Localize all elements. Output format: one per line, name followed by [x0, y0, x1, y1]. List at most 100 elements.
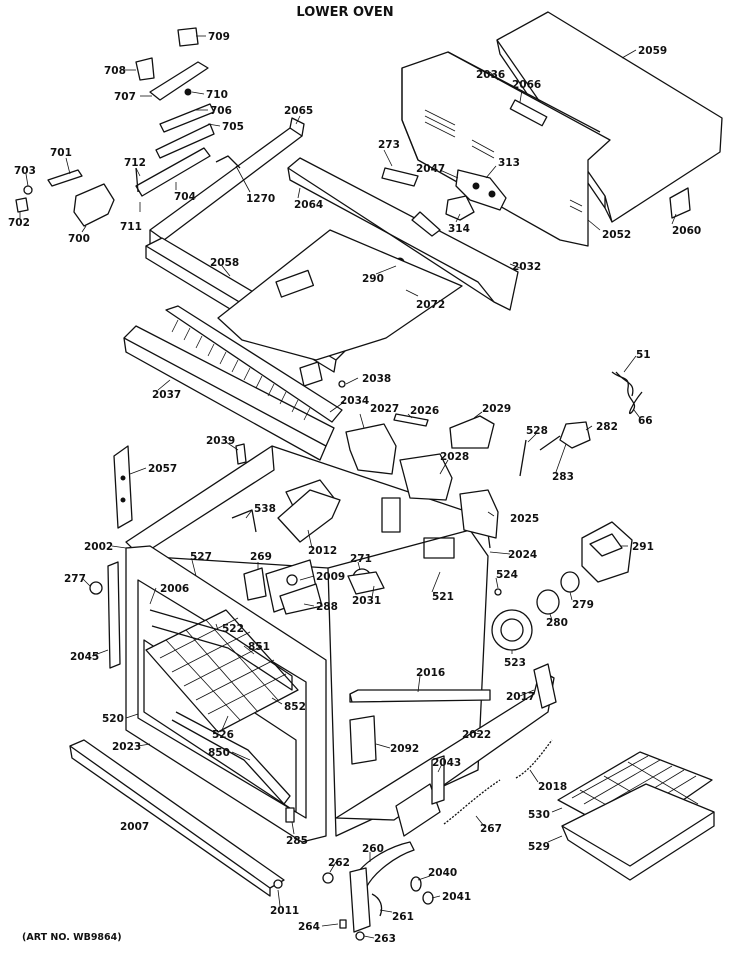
part-switch-cluster	[381, 167, 507, 221]
label-2025: 2025	[510, 513, 539, 525]
part-broiler-pan	[557, 751, 715, 881]
label-851: 851	[248, 641, 270, 653]
label-529: 529	[528, 841, 550, 853]
label-520: 520	[102, 713, 124, 725]
label-273: 273	[378, 139, 400, 151]
label-2026: 2026	[410, 405, 439, 417]
label-262: 262	[328, 857, 350, 869]
label-2037: 2037	[152, 389, 181, 401]
part-rear-panel	[401, 51, 611, 247]
label-528: 528	[526, 425, 548, 437]
diagram-title: LOWER OVEN	[296, 5, 393, 20]
part-rail-upper	[149, 117, 305, 255]
label-271: 271	[350, 553, 372, 565]
label-2040: 2040	[428, 867, 457, 879]
label-522: 522	[222, 623, 244, 635]
label-285: 285	[286, 835, 308, 847]
label-2041: 2041	[442, 891, 471, 903]
label-2058: 2058	[210, 257, 239, 269]
label-850: 850	[208, 747, 230, 759]
label-709: 709	[208, 31, 230, 43]
label-530: 530	[528, 809, 550, 821]
part-top-panel	[287, 157, 519, 311]
label-267: 267	[480, 823, 502, 835]
label-2072: 2072	[416, 299, 445, 311]
label-313: 313	[498, 157, 520, 169]
label-2064: 2064	[294, 199, 323, 211]
label-2024: 2024	[508, 549, 537, 561]
label-269: 269	[250, 551, 272, 563]
label-2022: 2022	[462, 729, 491, 741]
label-2027: 2027	[370, 403, 399, 415]
label-2018: 2018	[538, 781, 567, 793]
label-1270: 1270	[246, 193, 275, 205]
label-2009: 2009	[316, 571, 345, 583]
label-2002: 2002	[84, 541, 113, 553]
label-2006: 2006	[160, 583, 189, 595]
label-2065: 2065	[284, 105, 313, 117]
part-sheet	[217, 229, 463, 387]
label-706: 706	[210, 105, 232, 117]
label-524: 524	[496, 569, 518, 581]
label-264: 264	[298, 921, 320, 933]
label-2007: 2007	[120, 821, 149, 833]
part-bottom-rails	[335, 663, 557, 837]
label-2060: 2060	[672, 225, 701, 237]
label-2028: 2028	[440, 451, 469, 463]
part-front-trim	[69, 739, 285, 897]
part-side-strips	[107, 443, 247, 669]
label-260: 260	[362, 843, 384, 855]
label-2029: 2029	[482, 403, 511, 415]
label-705: 705	[222, 121, 244, 133]
label-2023: 2023	[112, 741, 141, 753]
label-526: 526	[212, 729, 234, 741]
label-2052: 2052	[602, 229, 631, 241]
label-2038: 2038	[362, 373, 391, 385]
label-263: 263	[374, 933, 396, 945]
label-2034: 2034	[340, 395, 369, 407]
label-523: 523	[504, 657, 526, 669]
label-51: 51	[636, 349, 651, 361]
label-711: 711	[120, 221, 142, 233]
label-288: 288	[316, 601, 338, 613]
label-2012: 2012	[308, 545, 337, 557]
label-261: 261	[392, 911, 414, 923]
label-2047: 2047	[416, 163, 445, 175]
label-852: 852	[284, 701, 306, 713]
label-314: 314	[448, 223, 470, 235]
label-702: 702	[8, 217, 30, 229]
label-2059: 2059	[638, 45, 667, 57]
part-hinge-hardware	[285, 807, 434, 941]
label-290: 290	[362, 273, 384, 285]
label-283: 283	[552, 471, 574, 483]
label-708: 708	[104, 65, 126, 77]
label-703: 703	[14, 165, 36, 177]
label-707: 707	[114, 91, 136, 103]
label-280: 280	[546, 617, 568, 629]
label-279: 279	[572, 599, 594, 611]
part-baffle-plate	[277, 489, 341, 543]
part-light-assembly	[491, 521, 633, 651]
label-2036: 2036	[476, 69, 505, 81]
part-wiring	[519, 371, 643, 477]
label-521: 521	[432, 591, 454, 603]
label-701: 701	[50, 147, 72, 159]
label-527: 527	[190, 551, 212, 563]
label-2032: 2032	[512, 261, 541, 273]
label-700: 700	[68, 233, 90, 245]
label-704: 704	[174, 191, 196, 203]
label-2016: 2016	[416, 667, 445, 679]
part-number-labels: 709 708 710 707 706 705 2065 701 703 712…	[8, 31, 701, 945]
label-2066: 2066	[512, 79, 541, 91]
part-duct-assembly	[345, 413, 499, 539]
label-291: 291	[632, 541, 654, 553]
label-710: 710	[206, 89, 228, 101]
label-2011: 2011	[270, 905, 299, 917]
label-2045: 2045	[70, 651, 99, 663]
art-number: (ART NO. WB9864)	[22, 932, 122, 943]
part-top-cover	[496, 11, 723, 223]
part-burner-hardware	[89, 559, 385, 615]
label-2017: 2017	[506, 691, 535, 703]
label-277: 277	[64, 573, 86, 585]
